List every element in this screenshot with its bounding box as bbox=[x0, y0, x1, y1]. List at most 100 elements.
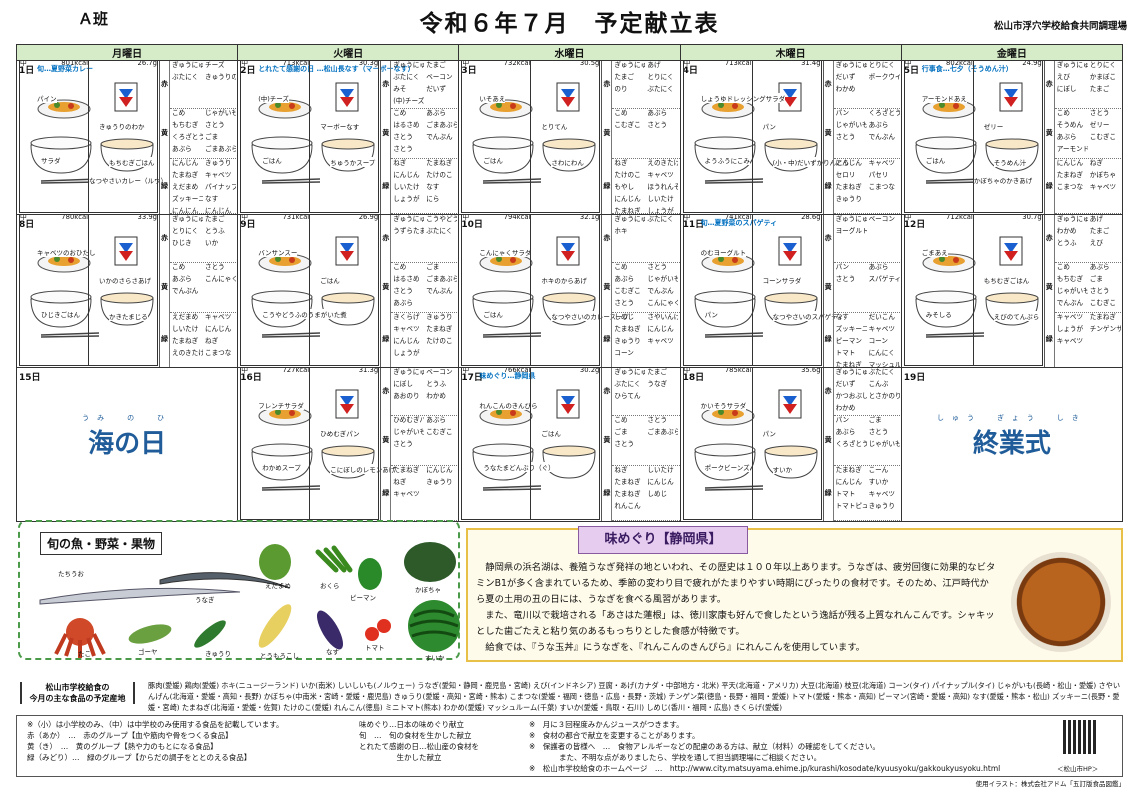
note-line: とれたて感謝の日…松山産の食材を bbox=[359, 742, 479, 751]
ingredient: トマト bbox=[835, 490, 856, 498]
ingredient: ベーコン bbox=[868, 214, 895, 223]
qr-code[interactable] bbox=[1063, 720, 1097, 754]
nutrition-text: 727kcal bbox=[282, 367, 310, 374]
ingredient: ねぎ bbox=[614, 159, 628, 167]
note-line: 味めぐり…日本の味めぐり献立 bbox=[359, 720, 464, 729]
ingredient: じゃがいも bbox=[1056, 286, 1088, 295]
ingredient: わかめ bbox=[1056, 226, 1077, 235]
nutrition-text: 794kcal bbox=[503, 214, 531, 221]
ingredient: きゅうり bbox=[835, 195, 862, 203]
ingredient: しいたけ bbox=[172, 324, 199, 333]
nutrition-table: エネルギーたんぱく質小567kcal25.6g中713kcal31.4g bbox=[682, 61, 822, 213]
nutrition-text: 中 bbox=[904, 60, 912, 67]
ingredient: なす bbox=[426, 183, 440, 191]
nutrition-text: 741kcal bbox=[724, 214, 752, 221]
ingredient: ごまあぶら bbox=[426, 274, 458, 283]
ingredient: パイナップル bbox=[205, 183, 236, 191]
ingredient: ぶたにく bbox=[647, 85, 674, 93]
nutrition-table: エネルギーたんぱく質小558kcal25.0g中712kcal30.7g bbox=[903, 214, 1043, 366]
ingredient: わかめ bbox=[426, 392, 446, 400]
ingredient: ぶたにく bbox=[172, 73, 199, 81]
ingredient: ごま bbox=[868, 416, 882, 424]
category-red: 赤 bbox=[824, 61, 834, 109]
ingredient: ぎゅうにゅう bbox=[614, 368, 645, 376]
ingredients: 赤ぎゅうにゅうあげわかめたまごとうふえび黄こめあぶらもちむぎごまじゃがいもさとう… bbox=[1043, 214, 1122, 367]
category-green: 緑 bbox=[824, 466, 834, 521]
nutrition-text: 731kcal bbox=[282, 214, 310, 221]
ingredient: とりにく bbox=[868, 61, 895, 69]
ingredient: ねぎ bbox=[1089, 159, 1103, 167]
ingredient: にんじん bbox=[1056, 159, 1084, 167]
ingredient: こむぎこ bbox=[614, 121, 641, 129]
ingredient: でんぷん bbox=[172, 286, 199, 295]
nutrition-text: 801kcal bbox=[61, 60, 88, 67]
ingredient-list-green: ねぎえのきたけたけのこキャベツもやしほうれんそうにんじんしいたけたまねぎしょうが bbox=[612, 159, 680, 214]
protein-value: 30.3g bbox=[309, 61, 380, 213]
ingredients: 赤ぎゅうにゅうベーコンヨーグルト黄パンあぶらさとうスパゲティ緑なすだいこんズッキ… bbox=[822, 214, 901, 367]
seasonal-panel: 旬の魚・野菜・果物 たちうおうなぎえだまめおくらかぼちゃピーマンたこゴーヤきゅう… bbox=[18, 520, 460, 662]
ingredient: しょうが bbox=[647, 207, 674, 214]
ingredient: こんにゃく bbox=[647, 298, 679, 307]
ingredient: ズッキーニ bbox=[835, 324, 867, 333]
ingredient: たまねぎ bbox=[1089, 312, 1116, 321]
day-cell: 4日しょうゆドレッシングサラダパンようふうにこみ(小・中)だいずかりんとう赤ぎゅ… bbox=[679, 60, 902, 215]
nutrition-text: 26.7g bbox=[137, 60, 157, 67]
ingredient: ごまあぶら bbox=[426, 121, 458, 129]
ingredient: にぼし bbox=[393, 380, 413, 388]
nutrition-table: エネルギーたんぱく質小560kcal23.7g中713kcal30.3g bbox=[240, 61, 380, 213]
ingredient: さとう bbox=[393, 440, 413, 448]
ingredient: ぶたにく bbox=[868, 368, 895, 376]
ingredient: えび bbox=[1089, 238, 1103, 247]
ingredient: わかめ bbox=[835, 85, 856, 93]
note-line: 旬 … 旬の食材を生かした献立 bbox=[359, 731, 472, 740]
ingredient: キャベツ bbox=[647, 171, 674, 179]
seasonal-item-label: なす bbox=[326, 648, 339, 656]
nutrition-text: 24.9g bbox=[1022, 60, 1042, 67]
ingredient: あぶら bbox=[172, 145, 192, 153]
ingredient: ねぎ bbox=[205, 336, 219, 345]
ingredient: たまねぎ bbox=[614, 324, 641, 333]
day-cell: 2日とれたて感謝の日 …松山長なす（マーボーなす）(中)チーズマーボーなすごはん… bbox=[237, 60, 460, 215]
ingredient-list-yellow: パンごまあぶらさとうくろざとうじゃがいも bbox=[833, 416, 901, 466]
category-yellow: 黄 bbox=[160, 109, 170, 159]
category-red: 赤 bbox=[602, 368, 613, 416]
ingredient: ベーコン bbox=[426, 368, 453, 376]
ingredient-list-green: にんじんねぎたまねぎかぼちゃこまつなキャベツ bbox=[1054, 159, 1122, 214]
ingredient-list-green: きくらげきゅうりキャベツたまねぎにんじんたけのこしょうが bbox=[391, 313, 458, 367]
day-cell: 1日旬…夏野菜カレーパインきゅうりのわかサラダもちむぎごはんなつやさいカレー（ル… bbox=[15, 60, 239, 215]
footer-notes: ※（小）は小学校のみ、（中）は中学校のみ使用する食品を記載しています。赤（あか）… bbox=[16, 715, 1123, 777]
ingredient: あぶら bbox=[1089, 262, 1110, 271]
ingredient: あぶら bbox=[614, 274, 635, 283]
ingredient: でんぷん bbox=[426, 133, 453, 141]
ingredient: もやし bbox=[614, 183, 635, 191]
seasonal-item-label: たちうお bbox=[58, 570, 84, 578]
day-cell: 12日ごまあえもちむぎごはんみそしるえびのてんぷら赤ぎゅうにゅうあげわかめたまご… bbox=[900, 213, 1124, 368]
category-red: 赤 bbox=[160, 214, 170, 263]
day-number: 19日 bbox=[903, 373, 926, 383]
ingredient: えび bbox=[1056, 73, 1070, 81]
ingredient-list-red: ぎゅうにゅうたまごぶたにくベーコンみそだいず(中)チーズ bbox=[391, 61, 458, 109]
organization: 松山市浮穴学校給食共同調理場 bbox=[993, 21, 1127, 32]
nutrition-text: 中 bbox=[462, 60, 470, 67]
weekday-header: 金曜日 bbox=[900, 44, 1124, 61]
ingredient: そうめん bbox=[1056, 121, 1084, 129]
ingredients: 赤ぎゅうにゅうこうやどうふうずらたまごぶたにく黄こめごまはるさめごまあぶらさとう… bbox=[380, 214, 458, 367]
ingredient: さとう bbox=[205, 262, 225, 271]
ingredient: にんじん bbox=[172, 159, 199, 167]
ingredient: にんにん bbox=[172, 207, 199, 214]
ingredient: さとう bbox=[614, 440, 635, 448]
ingredient: ねぎ bbox=[393, 478, 407, 486]
ingredient: ぎゅうにゅう bbox=[835, 61, 867, 69]
ingredient: なす bbox=[835, 312, 849, 321]
day-number: 15日 bbox=[19, 373, 41, 383]
ingredient: とうふ bbox=[205, 226, 225, 235]
ingredient: こまつな bbox=[1056, 183, 1084, 191]
ingredient-list-yellow: パンあぶらさとうスパゲティ bbox=[833, 263, 901, 313]
ingredient: たまねぎ bbox=[835, 466, 862, 474]
ingredient: ぎゅうにゅう bbox=[835, 214, 867, 223]
seasonal-title: 旬の魚・野菜・果物 bbox=[40, 532, 163, 555]
ingredient: ぶたにく bbox=[393, 73, 420, 81]
ingredient: なす bbox=[205, 195, 219, 203]
nutrition-text: 31.3g bbox=[358, 367, 379, 374]
